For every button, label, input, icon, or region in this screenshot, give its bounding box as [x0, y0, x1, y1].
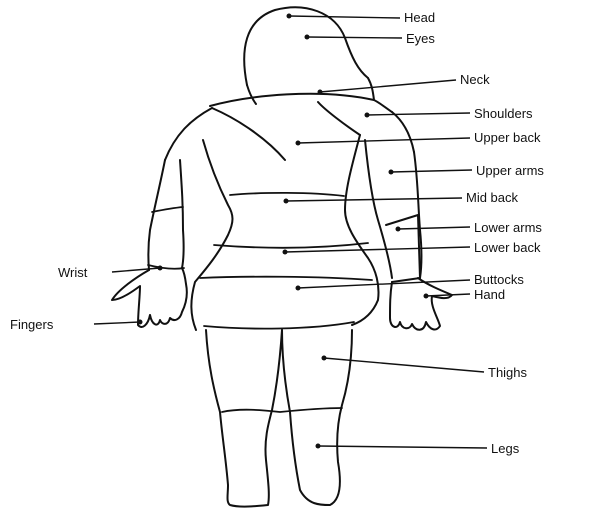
- leader-shoulders: [367, 113, 470, 115]
- dot-neck: [318, 90, 323, 95]
- right-shoulder: [392, 112, 414, 152]
- dot-lower-back: [283, 250, 288, 255]
- label-wrist: Wrist: [58, 265, 87, 280]
- dot-upper-arms: [389, 170, 394, 175]
- dot-mid-back: [284, 199, 289, 204]
- leader-fingers: [94, 322, 140, 324]
- right-arm-inner: [365, 140, 392, 278]
- mid-back-seam: [230, 193, 344, 196]
- dot-shoulders: [365, 113, 370, 118]
- left-arm-outer: [148, 160, 165, 270]
- label-lower-arms: Lower arms: [474, 220, 542, 235]
- label-buttocks: Buttocks: [474, 272, 524, 287]
- left-hand: [112, 268, 187, 327]
- buttocks-seam: [200, 277, 372, 280]
- left-torso: [191, 140, 232, 330]
- right-torso: [345, 135, 379, 325]
- shoulder-yoke-lower: [212, 102, 360, 160]
- dot-upper-back: [296, 141, 301, 146]
- dot-thighs: [322, 356, 327, 361]
- label-head: Head: [404, 10, 435, 25]
- label-upper-back: Upper back: [474, 130, 540, 145]
- left-leg: [206, 330, 282, 507]
- leader-wrist: [112, 268, 160, 272]
- left-upper-arm-band: [152, 207, 183, 212]
- leader-hand: [426, 294, 470, 296]
- hip-seam: [204, 322, 354, 329]
- label-shoulders: Shoulders: [474, 106, 533, 121]
- right-hand: [390, 278, 452, 330]
- dot-lower-arms: [396, 227, 401, 232]
- label-neck: Neck: [460, 72, 490, 87]
- left-arm-inner: [180, 160, 184, 268]
- lower-back-seam: [214, 243, 368, 248]
- label-hand: Hand: [474, 287, 505, 302]
- dot-fingers: [138, 320, 143, 325]
- label-lower-back: Lower back: [474, 240, 540, 255]
- leader-lower-arms: [398, 227, 470, 229]
- right-leg: [282, 330, 352, 505]
- dot-head: [287, 14, 292, 19]
- leader-upper-back: [298, 138, 470, 143]
- label-thighs: Thighs: [488, 365, 527, 380]
- head-outline: [244, 7, 368, 85]
- leader-head: [289, 16, 400, 18]
- neck-right: [368, 78, 374, 100]
- left-shoulder: [165, 108, 212, 160]
- leader-eyes: [307, 37, 402, 38]
- shoulder-yoke: [210, 94, 392, 112]
- label-fingers: Fingers: [10, 317, 53, 332]
- dot-legs: [316, 444, 321, 449]
- dot-buttocks: [296, 286, 301, 291]
- leader-lines: [94, 14, 487, 449]
- dot-eyes: [305, 35, 310, 40]
- label-upper-arms: Upper arms: [476, 163, 544, 178]
- leader-neck: [320, 80, 456, 92]
- leader-legs: [318, 446, 487, 448]
- dot-hand: [424, 294, 429, 299]
- dot-wrist: [158, 266, 163, 271]
- label-mid-back: Mid back: [466, 190, 518, 205]
- label-eyes: Eyes: [406, 31, 435, 46]
- knee-band: [222, 408, 342, 412]
- label-legs: Legs: [491, 441, 519, 456]
- neck-outline: [247, 85, 256, 104]
- leader-upper-arms: [391, 170, 472, 172]
- leader-buttocks: [298, 280, 470, 288]
- leader-thighs: [324, 358, 484, 372]
